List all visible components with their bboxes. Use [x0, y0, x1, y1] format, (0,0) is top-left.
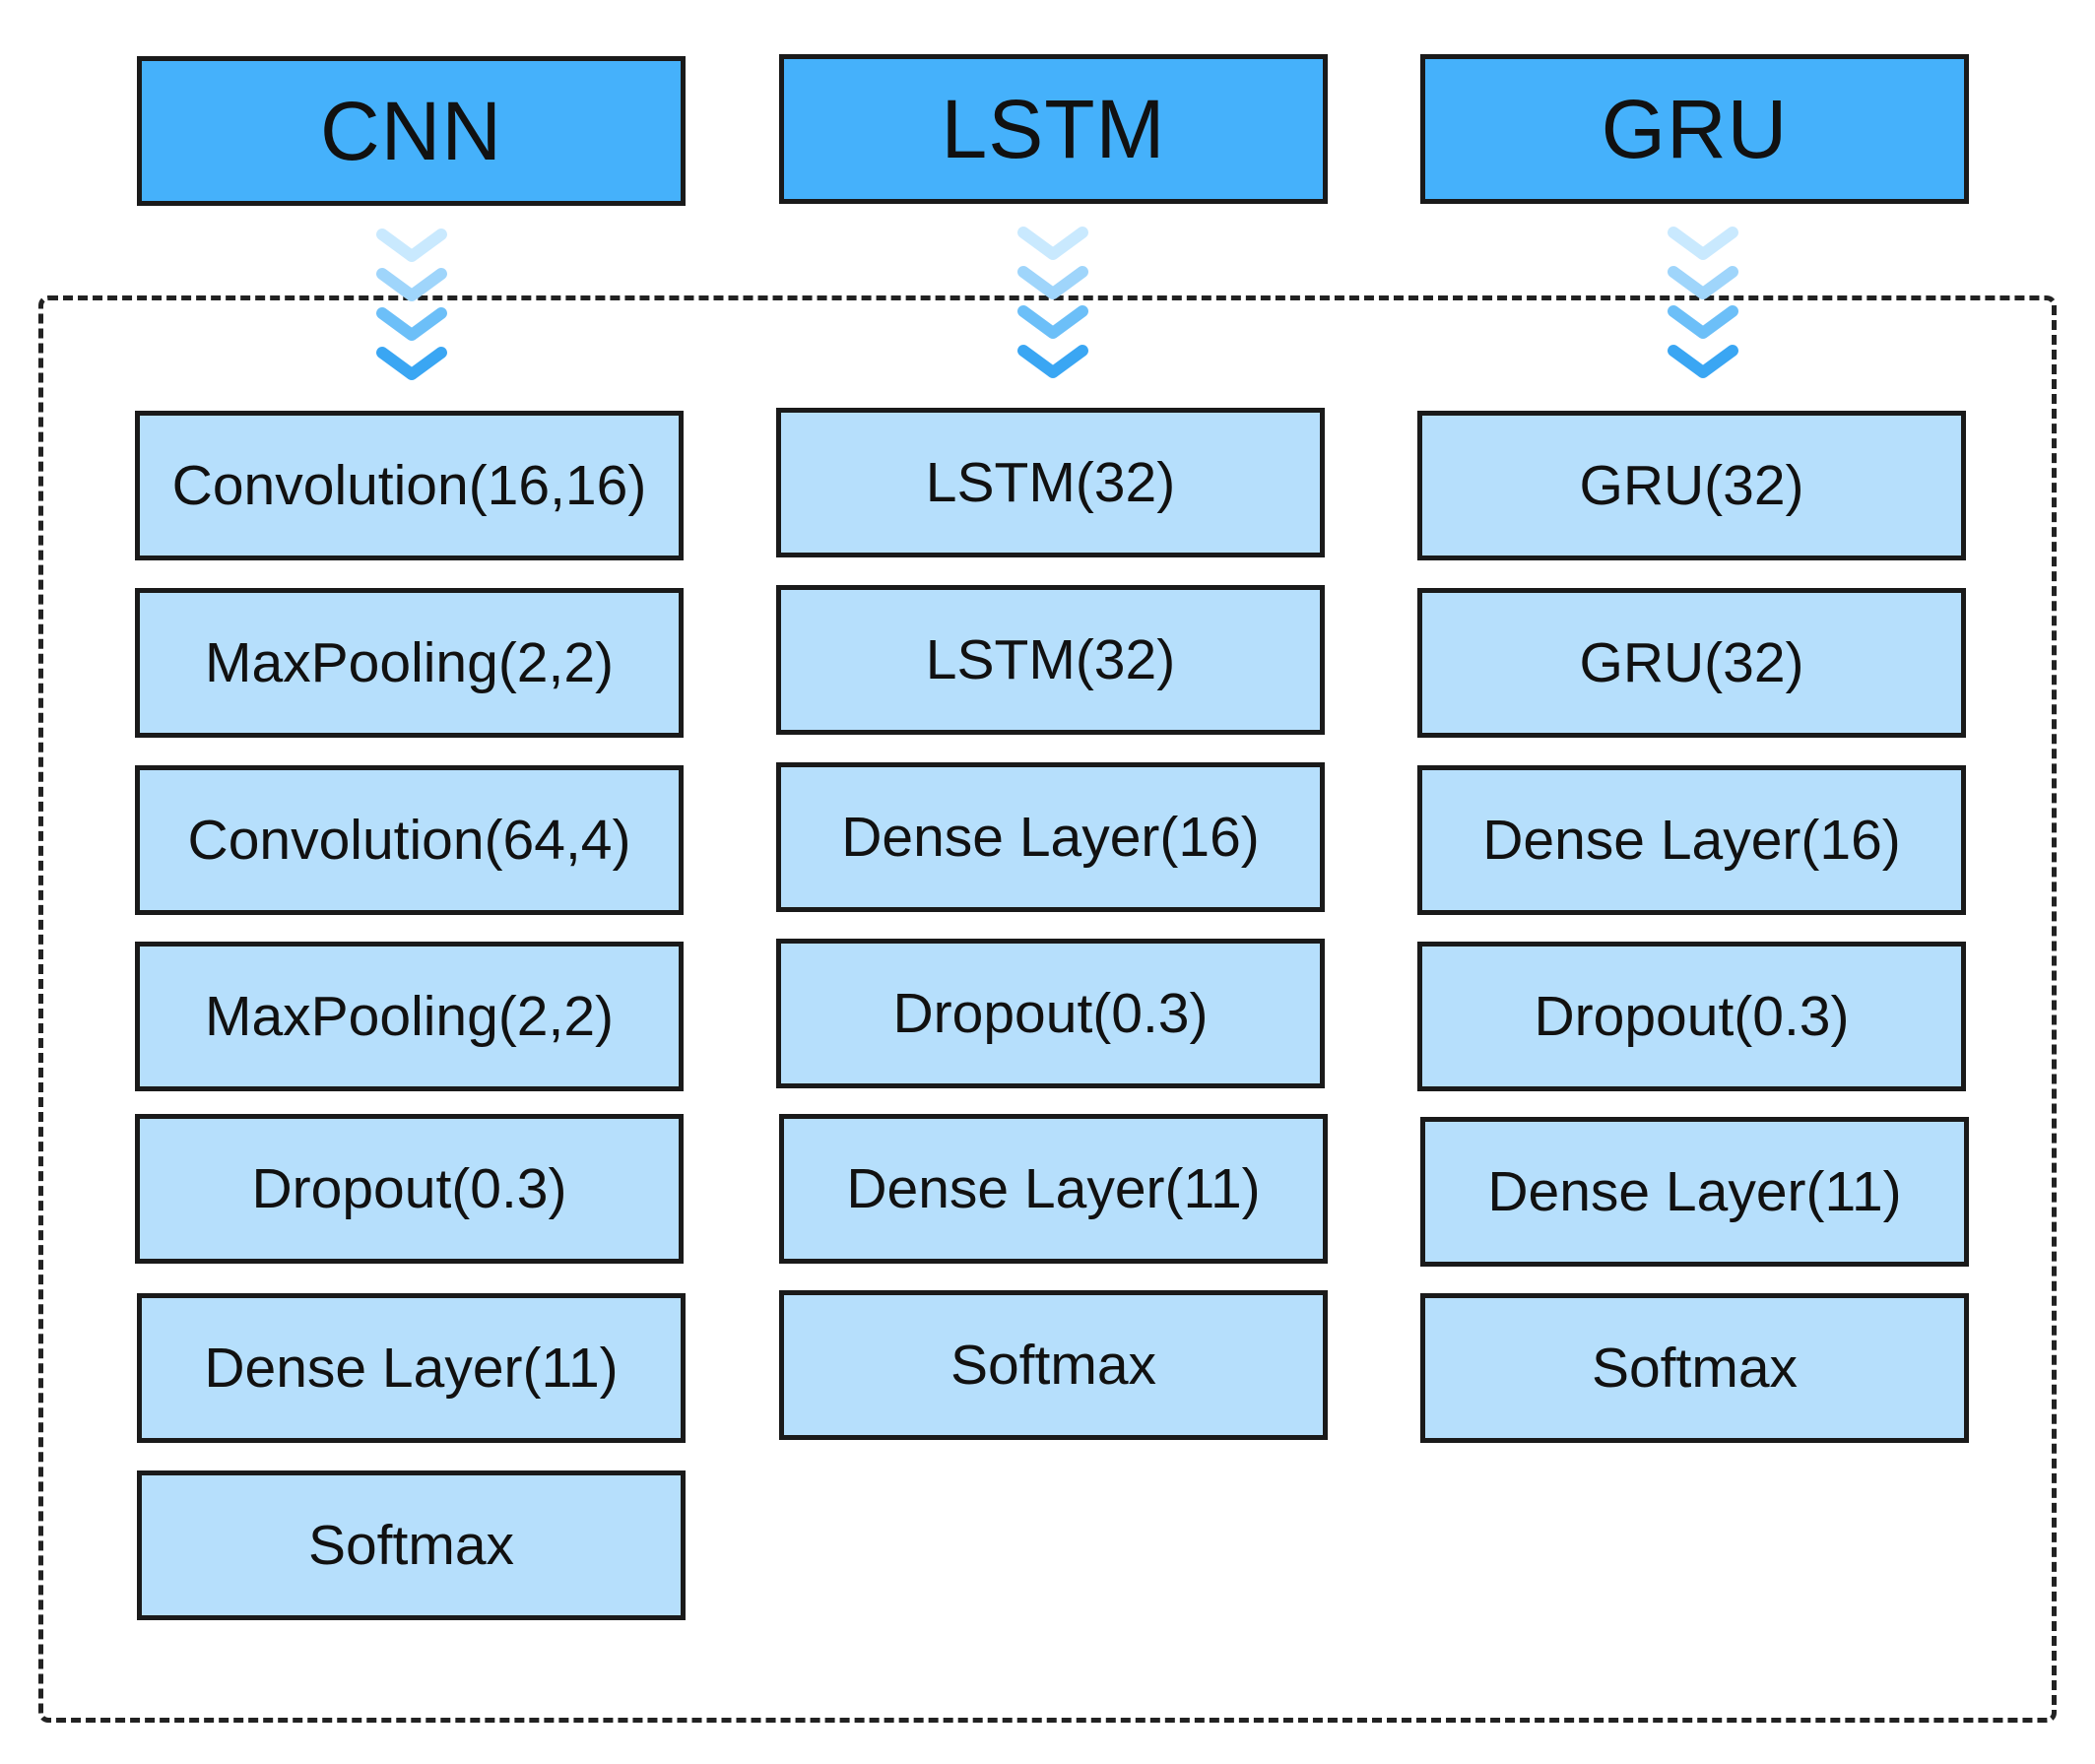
- gru-layer-6: Softmax: [1420, 1293, 1969, 1443]
- lstm-layer-2: LSTM(32): [776, 585, 1325, 735]
- lstm-layer-1: LSTM(32): [776, 408, 1325, 557]
- gru-layer-1: GRU(32): [1417, 411, 1966, 560]
- cnn-chevrons-down-icon: [376, 229, 447, 380]
- gru-layer-5: Dense Layer(11): [1420, 1117, 1969, 1267]
- cnn-layer-7: Softmax: [137, 1470, 686, 1620]
- cnn-layer-3: Convolution(64,4): [135, 765, 684, 915]
- lstm-layer-4: Dropout(0.3): [776, 939, 1325, 1088]
- gru-header: GRU: [1420, 54, 1969, 204]
- cnn-header: CNN: [137, 56, 686, 206]
- lstm-header: LSTM: [779, 54, 1328, 204]
- lstm-layer-6: Softmax: [779, 1290, 1328, 1440]
- cnn-layer-6: Dense Layer(11): [137, 1293, 686, 1443]
- cnn-layer-5: Dropout(0.3): [135, 1114, 684, 1264]
- gru-layer-4: Dropout(0.3): [1417, 942, 1966, 1091]
- gru-chevrons-down-icon: [1668, 227, 1738, 378]
- model-group-frame: [38, 295, 2057, 1723]
- cnn-layer-2: MaxPooling(2,2): [135, 588, 684, 738]
- lstm-chevrons-down-icon: [1017, 227, 1088, 378]
- gru-layer-3: Dense Layer(16): [1417, 765, 1966, 915]
- cnn-layer-4: MaxPooling(2,2): [135, 942, 684, 1091]
- lstm-layer-5: Dense Layer(11): [779, 1114, 1328, 1264]
- lstm-layer-3: Dense Layer(16): [776, 762, 1325, 912]
- cnn-layer-1: Convolution(16,16): [135, 411, 684, 560]
- gru-layer-2: GRU(32): [1417, 588, 1966, 738]
